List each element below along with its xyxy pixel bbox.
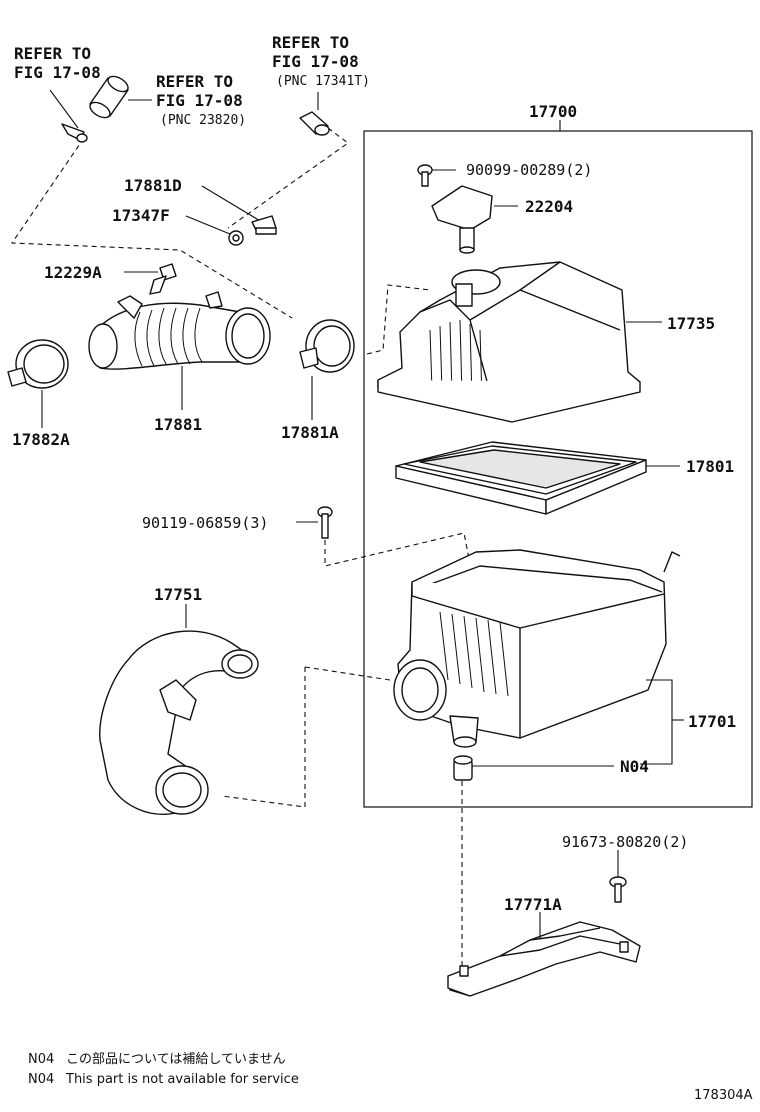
grommet-n04 [453, 755, 614, 781]
ref-top-line-3: (PNC 17341T) [276, 74, 370, 89]
ref-mid-line-1: REFER TO [156, 72, 233, 91]
label-n04: N04 [620, 757, 649, 776]
ref-left-line-2: FIG 17-08 [14, 63, 101, 82]
pipe-ref-17341t [299, 92, 330, 136]
label-17881a: 17881A [281, 423, 339, 442]
ref-top-line-1: REFER TO [272, 33, 349, 52]
label-12229a: 12229A [44, 263, 102, 282]
label-22204: 22204 [525, 197, 573, 216]
dashed-leader-lines [10, 127, 471, 970]
label-17882a: 17882A [12, 430, 70, 449]
clamp-17881d [201, 185, 277, 235]
label-17700: 17700 [529, 102, 577, 121]
assembly-frame [363, 130, 753, 808]
label-90099: 90099-00289(2) [466, 161, 592, 179]
note-en-code: N04 [28, 1072, 54, 1087]
label-17701: 17701 [688, 712, 736, 731]
air-cleaner-case-17701 [393, 549, 684, 765]
ref-top-line-2: FIG 17-08 [272, 52, 359, 71]
label-90119: 90119-06859(3) [142, 514, 268, 532]
ref-left-line-1: REFER TO [14, 44, 91, 63]
bolt-90099 [417, 164, 456, 187]
bolt-12229a [124, 263, 177, 295]
label-17751: 17751 [154, 585, 202, 604]
note-en-text: This part is not available for service [65, 1072, 299, 1087]
figure-id: 178304A [694, 1088, 753, 1103]
note-jp-text: この部品については補給していません [66, 1052, 286, 1067]
label-17735: 17735 [667, 314, 715, 333]
clamp-17882a [7, 339, 69, 428]
clamp-17881a [299, 319, 355, 420]
label-17801: 17801 [686, 457, 734, 476]
pipe-ref-23820 [89, 75, 152, 119]
label-17881: 17881 [154, 415, 202, 434]
air-cleaner-cap-17735 [377, 261, 662, 423]
bolt-91673 [609, 850, 627, 903]
note-jp-code: N04 [28, 1052, 54, 1067]
ref-mid-line-2: FIG 17-08 [156, 91, 243, 110]
label-91673: 91673-80820(2) [562, 833, 688, 851]
sensor-22204 [431, 185, 518, 254]
label-17881d: 17881D [124, 176, 182, 195]
label-17347f: 17347F [112, 206, 170, 225]
hose-clip-ref [49, 89, 88, 143]
ref-mid-line-3: (PNC 23820) [160, 113, 246, 128]
label-17771a: 17771A [504, 895, 562, 914]
clamp-17347f [185, 215, 244, 246]
intake-hose-17881 [88, 291, 271, 410]
bolt-90119 [296, 506, 333, 539]
filter-element-17801 [395, 441, 680, 515]
bracket-17771a [447, 912, 641, 997]
inlet-duct-17751 [99, 604, 259, 815]
